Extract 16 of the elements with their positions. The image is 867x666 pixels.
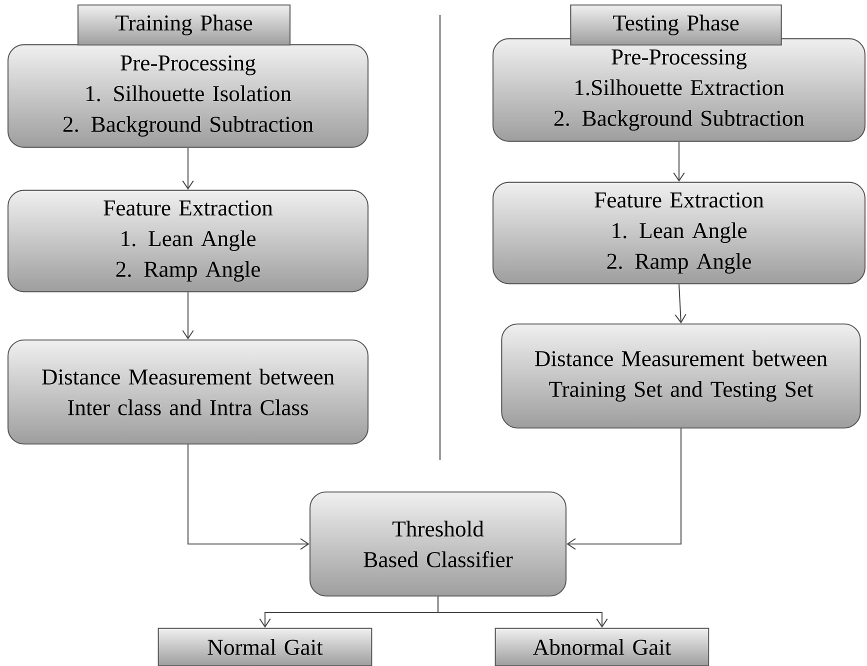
arrow — [437, 596, 608, 628]
label-box: Normal Gait — [158, 628, 372, 666]
process-box: Feature Extraction 1. Lean Angle 2. Ramp Angle — [7, 190, 369, 292]
arrow — [674, 284, 686, 324]
process-box: Threshold Based Classifier — [309, 491, 567, 597]
arrow — [566, 428, 682, 550]
process-box: Distance Measurement between Inter class and Intra Class — [7, 339, 369, 445]
arrow — [182, 148, 194, 190]
arrow — [187, 444, 310, 550]
label-box: Training Phase — [77, 4, 291, 46]
label-box: Testing Phase — [570, 4, 782, 46]
arrow — [182, 292, 194, 340]
arrow — [673, 142, 685, 182]
process-box: Feature Extraction 1. Lean Angle 2. Ramp Angle — [492, 182, 866, 284]
label-box: Abnormal Gait — [494, 628, 710, 666]
process-box: Distance Measurement between Training Set and Testing Set — [501, 323, 861, 429]
